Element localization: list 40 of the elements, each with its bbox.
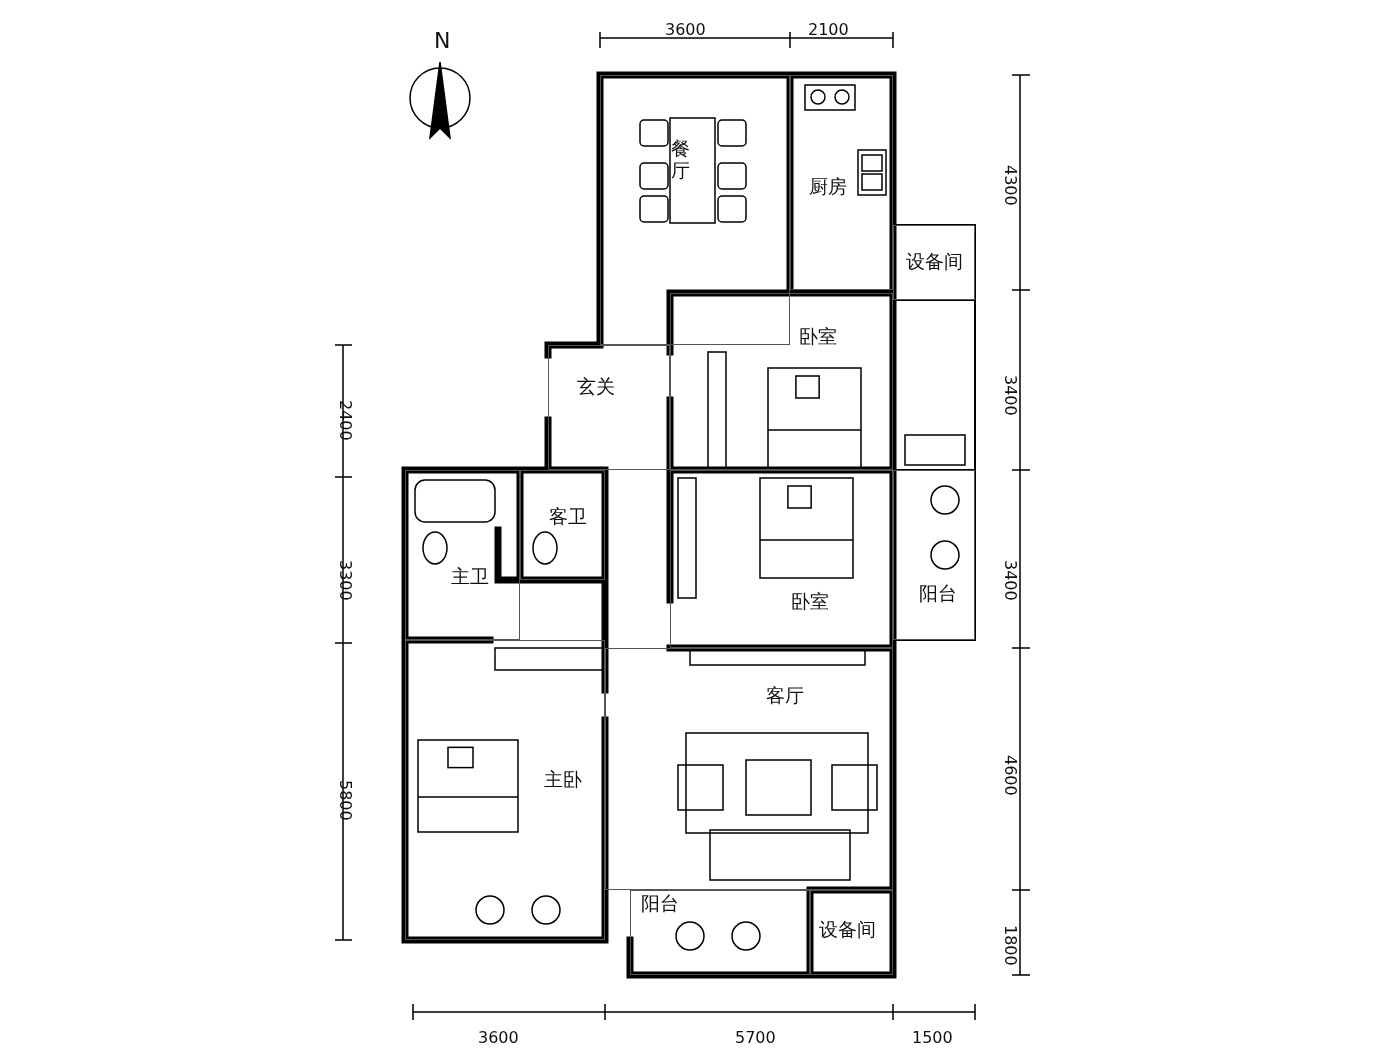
room-name: 餐厅 <box>671 138 692 182</box>
room-area <box>600 75 790 345</box>
room-name: 设备间 <box>819 919 876 941</box>
room-area <box>605 648 893 890</box>
room-area <box>520 470 605 580</box>
north-label: N <box>434 30 451 52</box>
dimension-text: 1500 <box>912 1030 953 1046</box>
room-name: 设备间 <box>906 251 963 273</box>
room-name: 厨房 <box>809 176 847 198</box>
dimension-text: 3400 <box>1002 375 1018 416</box>
dimension-text: 3300 <box>337 560 353 601</box>
room-name: 主卧 <box>544 769 582 791</box>
room-name: 阳台 <box>919 583 957 605</box>
room-name: 玄关 <box>577 376 615 398</box>
dimension-text: 3400 <box>1002 560 1018 601</box>
dimension-text: 5800 <box>337 780 353 821</box>
room-area <box>893 470 975 640</box>
room-name: 卧室 <box>799 326 837 348</box>
dimension-text: 3600 <box>665 22 706 38</box>
room-name: 主卫 <box>451 566 489 588</box>
room-area <box>630 890 810 975</box>
dimension-text: 2100 <box>808 22 849 38</box>
dimension-text: 4600 <box>1002 755 1018 796</box>
room-area <box>893 225 975 300</box>
dimension-text: 3600 <box>478 1030 519 1046</box>
room-area <box>405 640 605 940</box>
dimension-text: 2400 <box>337 400 353 441</box>
room-area <box>670 470 893 648</box>
room-name: 阳台 <box>641 893 679 915</box>
room-area <box>670 293 893 470</box>
dimension-text: 1800 <box>1002 925 1018 966</box>
room-area <box>810 890 893 975</box>
room-name: 卧室 <box>791 591 829 613</box>
room-area <box>790 75 893 290</box>
room-area <box>405 470 520 640</box>
dimension-text: 4300 <box>1002 165 1018 206</box>
dimension-text: 5700 <box>735 1030 776 1046</box>
room-name: 客厅 <box>766 685 804 707</box>
room-area <box>548 345 670 470</box>
room-name: 客卫 <box>549 506 587 528</box>
